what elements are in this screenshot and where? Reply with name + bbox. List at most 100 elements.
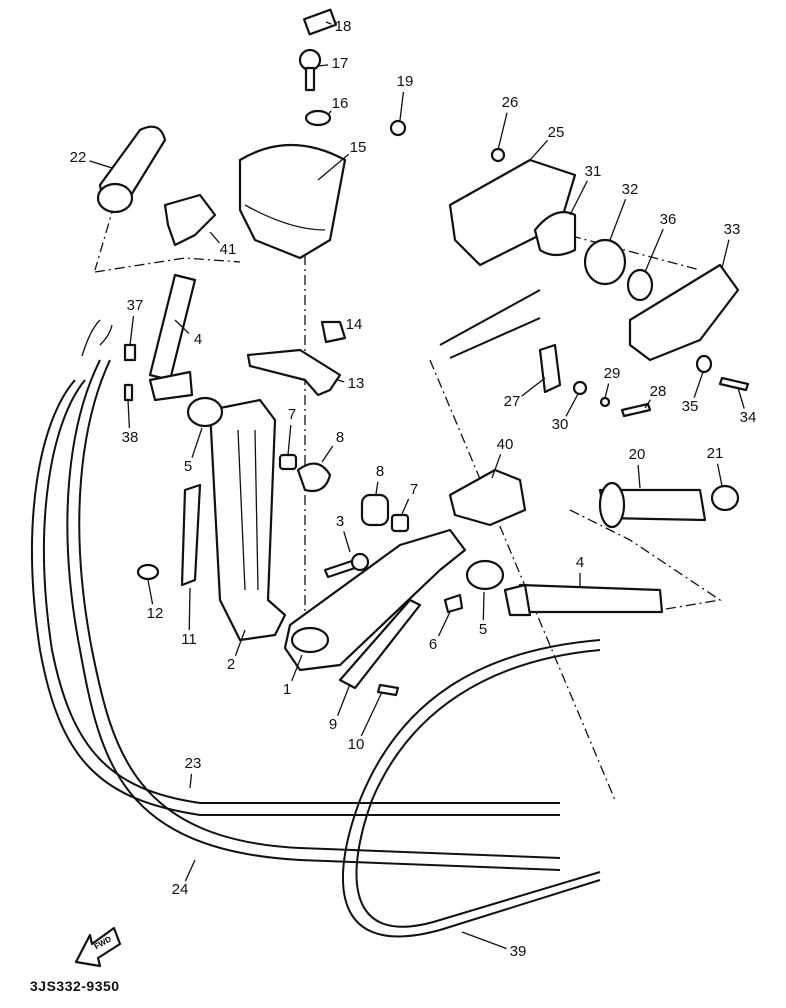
part-label-30: 30 bbox=[552, 416, 569, 433]
leader-line bbox=[569, 180, 588, 216]
fwd-arrow-logo: FWD bbox=[74, 926, 122, 968]
leader-line bbox=[287, 424, 292, 456]
handlebar-4-left bbox=[148, 273, 197, 382]
part-label-5: 5 bbox=[184, 458, 192, 475]
grip-22 bbox=[96, 125, 167, 214]
part-label-2: 2 bbox=[227, 656, 235, 673]
parts-artwork: FWD bbox=[31, 8, 750, 968]
holder-1 bbox=[283, 528, 467, 672]
leader-line bbox=[693, 371, 704, 398]
leader-line bbox=[189, 773, 193, 789]
leader-line bbox=[343, 531, 351, 553]
leader-line bbox=[209, 231, 221, 244]
part-label-21: 21 bbox=[707, 445, 724, 462]
part-label-25: 25 bbox=[548, 124, 565, 141]
leader-line bbox=[399, 91, 405, 121]
holder-41 bbox=[163, 193, 217, 247]
leader-line bbox=[716, 463, 723, 487]
leader-line bbox=[637, 464, 641, 489]
leader-line bbox=[401, 498, 410, 515]
part-label-26: 26 bbox=[502, 94, 519, 111]
part-label-13: 13 bbox=[348, 375, 365, 392]
part-label-34: 34 bbox=[740, 409, 757, 426]
part-label-6: 6 bbox=[429, 636, 437, 653]
leader-line bbox=[604, 383, 610, 399]
leader-line bbox=[491, 454, 502, 479]
part-label-9: 9 bbox=[329, 716, 337, 733]
part-label-19: 19 bbox=[397, 73, 414, 90]
leader-line bbox=[327, 110, 332, 116]
part-label-22: 22 bbox=[70, 149, 87, 166]
part-label-18: 18 bbox=[335, 18, 352, 35]
part-label-23: 23 bbox=[185, 755, 202, 772]
part-label-16: 16 bbox=[332, 95, 349, 112]
leader-line bbox=[191, 427, 203, 458]
part-label-24: 24 bbox=[172, 881, 189, 898]
leader-line bbox=[644, 399, 651, 409]
leader-line bbox=[321, 445, 334, 463]
leader-line bbox=[565, 393, 579, 417]
part-label-3: 3 bbox=[336, 513, 344, 530]
switch-cover-15 bbox=[238, 144, 347, 260]
leader-line bbox=[147, 579, 154, 605]
part-label-37: 37 bbox=[127, 297, 144, 314]
leader-line bbox=[174, 319, 190, 334]
leader-line bbox=[336, 683, 351, 716]
part-label-36: 36 bbox=[660, 211, 677, 228]
leader-line bbox=[325, 21, 332, 25]
part-label-28: 28 bbox=[650, 383, 667, 400]
part-label-8: 8 bbox=[336, 429, 344, 446]
part-label-32: 32 bbox=[622, 181, 639, 198]
leader-line bbox=[184, 859, 196, 882]
part-label-38: 38 bbox=[122, 429, 139, 446]
handlebar-4-right bbox=[518, 583, 664, 614]
part-label-14: 14 bbox=[346, 316, 363, 333]
part-label-15: 15 bbox=[350, 139, 367, 156]
leader-line bbox=[721, 239, 730, 269]
leader-line bbox=[644, 228, 664, 273]
part-label-12: 12 bbox=[147, 605, 164, 622]
callout-labels: 1817161915262531323633224137414133878527… bbox=[70, 18, 757, 960]
leader-line bbox=[529, 139, 549, 161]
leader-line bbox=[291, 654, 303, 682]
part-label-4: 4 bbox=[194, 331, 202, 348]
cable-23 bbox=[31, 379, 560, 816]
leader-line bbox=[360, 691, 383, 737]
leader-line bbox=[375, 481, 379, 495]
leader-line bbox=[89, 160, 113, 169]
leader-line bbox=[317, 64, 329, 67]
leader-line bbox=[317, 153, 350, 181]
leader-line bbox=[129, 315, 135, 346]
part-label-10: 10 bbox=[348, 736, 365, 753]
part-label-33: 33 bbox=[724, 221, 741, 238]
leader-line bbox=[609, 199, 627, 241]
part-label-20: 20 bbox=[629, 446, 646, 463]
leader-line bbox=[234, 629, 246, 656]
part-label-17: 17 bbox=[332, 55, 349, 72]
drawing-code: 3JS332-9350 bbox=[30, 978, 120, 994]
leader-line bbox=[737, 387, 745, 409]
leader-line bbox=[341, 328, 344, 331]
leader-line bbox=[521, 377, 546, 397]
part-label-11: 11 bbox=[181, 631, 197, 648]
part-label-41: 41 bbox=[220, 241, 237, 258]
part-label-31: 31 bbox=[585, 163, 602, 180]
part-label-5: 5 bbox=[479, 621, 487, 638]
leader-line bbox=[461, 931, 507, 950]
part-label-35: 35 bbox=[682, 398, 699, 415]
part-label-7: 7 bbox=[288, 406, 296, 423]
leader-line bbox=[497, 112, 508, 151]
part-label-1: 1 bbox=[283, 681, 291, 698]
part-label-7: 7 bbox=[410, 481, 418, 498]
part-label-4: 4 bbox=[576, 554, 584, 571]
leader-line bbox=[482, 591, 485, 621]
part-label-40: 40 bbox=[497, 436, 514, 453]
leader-line bbox=[188, 587, 191, 631]
part-label-27: 27 bbox=[504, 393, 521, 410]
bracket-13 bbox=[246, 348, 342, 397]
leader-line bbox=[437, 611, 451, 637]
cable-39 bbox=[341, 639, 601, 938]
leader-line bbox=[127, 399, 131, 429]
housing-40 bbox=[448, 468, 527, 527]
